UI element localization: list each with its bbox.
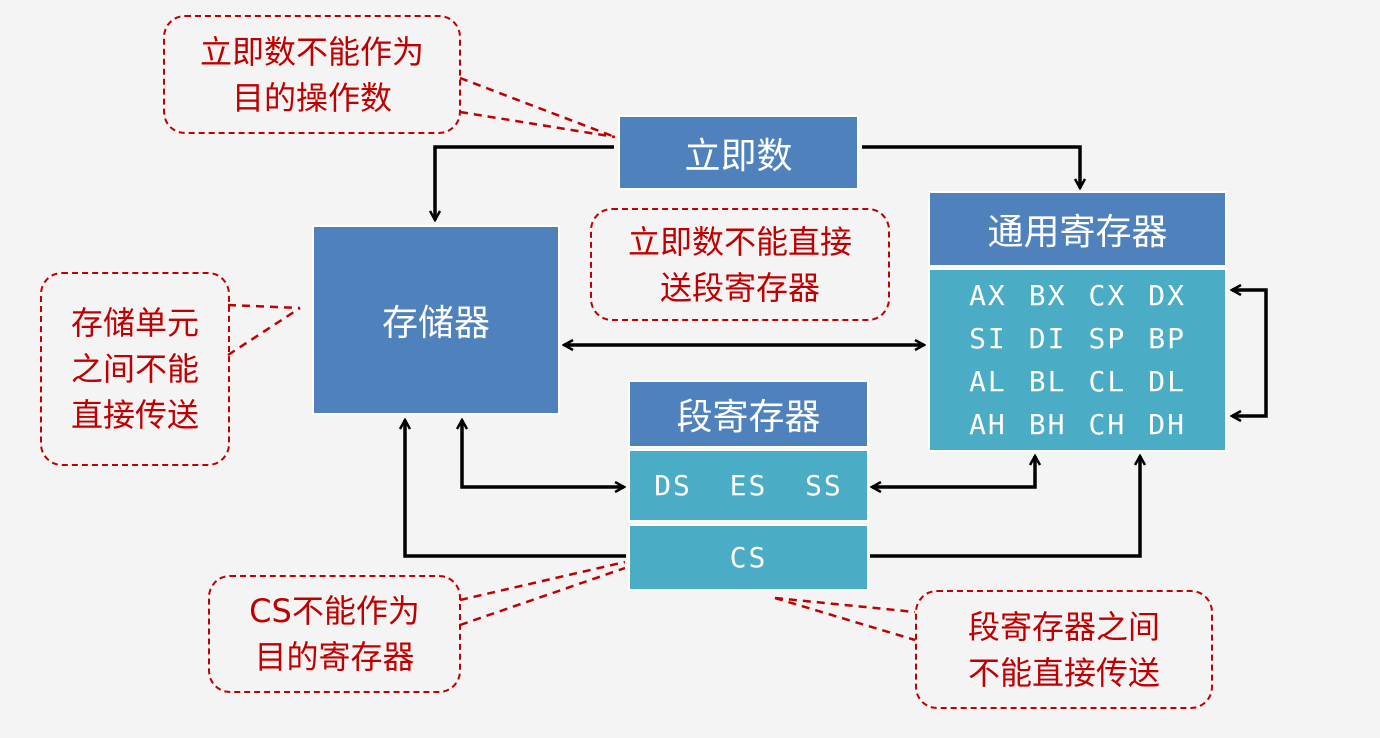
register-bx: BX [1028,279,1067,312]
note-imm-not-dest: 立即数不能作为目的操作数 [163,15,461,134]
register-dh: DH [1148,408,1186,441]
note-line: 段寄存器之间 [967,607,1160,646]
register-al: AL [969,365,1007,398]
segment-registers-header: 段寄存器 [628,380,869,448]
general-registers-body: AX BX CX DX SI DI SP BP AL BL CL DL AH BH CH DH [928,268,1227,452]
segment-registers-title: 段寄存器 [676,397,821,438]
memory-block: 存储器 [312,225,560,415]
register-si: SI [969,322,1007,355]
register-bl: BL [1028,365,1067,398]
note-imm-not-seg: 立即数不能直接送段寄存器 [590,208,890,321]
note-line: 存储单元 [70,304,199,342]
register-ch: CH [1088,408,1127,441]
register-dx: DX [1148,279,1186,312]
pointer-cs-note-b [459,566,626,627]
note-line: 直接传送 [70,396,199,434]
data-segs-label: DS ES SS [654,469,843,502]
data-segment-registers: DS ES SS [628,449,869,522]
pointer-cs-note-a [459,560,626,602]
note-line: 送段寄存器 [659,268,820,307]
general-registers-header: 通用寄存器 [928,191,1227,267]
note-line: 不能直接传送 [967,653,1160,692]
immediate-block: 立即数 [618,115,859,190]
code-segment-register: CS [628,524,869,591]
note-line: 目的操作数 [231,78,392,117]
note-line: 立即数不能直接 [627,222,852,261]
pointer-seg-note-b [774,596,916,614]
register-row: AL BL CL DL [969,365,1186,398]
register-dl: DL [1148,365,1186,398]
note-line: 之间不能 [70,350,199,388]
pointer-imm-note-b [459,110,616,139]
register-sp: SP [1088,322,1127,355]
note-line: CS不能作为 [249,592,420,630]
register-bh: BH [1028,408,1067,441]
register-ax: AX [969,279,1007,312]
register-row: AX BX CX DX [969,279,1186,312]
pointer-imm-note-a [459,76,616,139]
arrow-general-loop [1232,290,1268,416]
general-registers-title: 通用寄存器 [987,212,1168,253]
arrow-segment-general [872,456,1035,487]
pointer-mem-note-a [227,303,301,310]
memory-label: 存储器 [381,303,490,344]
arrow-cs-to-general [870,456,1140,558]
register-ah: AH [969,408,1007,441]
register-row: AH BH CH DH [969,408,1186,441]
arrow-cs-to-memory [405,420,626,558]
register-bp: BP [1148,322,1186,355]
note-seg-to-seg: 段寄存器之间不能直接传送 [915,590,1213,709]
register-di: DI [1028,322,1067,355]
note-cs-not-dest: CS不能作为目的寄存器 [208,575,461,693]
register-cl: CL [1088,365,1127,398]
immediate-label: 立即数 [684,135,793,177]
arrow-imm-to-memory [435,145,614,220]
note-line: 立即数不能作为 [199,32,424,71]
note-line: 目的寄存器 [254,638,415,676]
cs-label: CS [729,541,768,574]
pointer-seg-note-a [774,596,916,642]
register-cx: CX [1088,279,1127,312]
arrow-memory-segment [462,420,624,487]
pointer-mem-note-b [227,306,301,357]
register-row: SI DI SP BP [969,322,1186,355]
arrow-imm-to-general [862,145,1080,188]
note-mem-to-mem: 存储单元之间不能直接传送 [40,272,230,466]
